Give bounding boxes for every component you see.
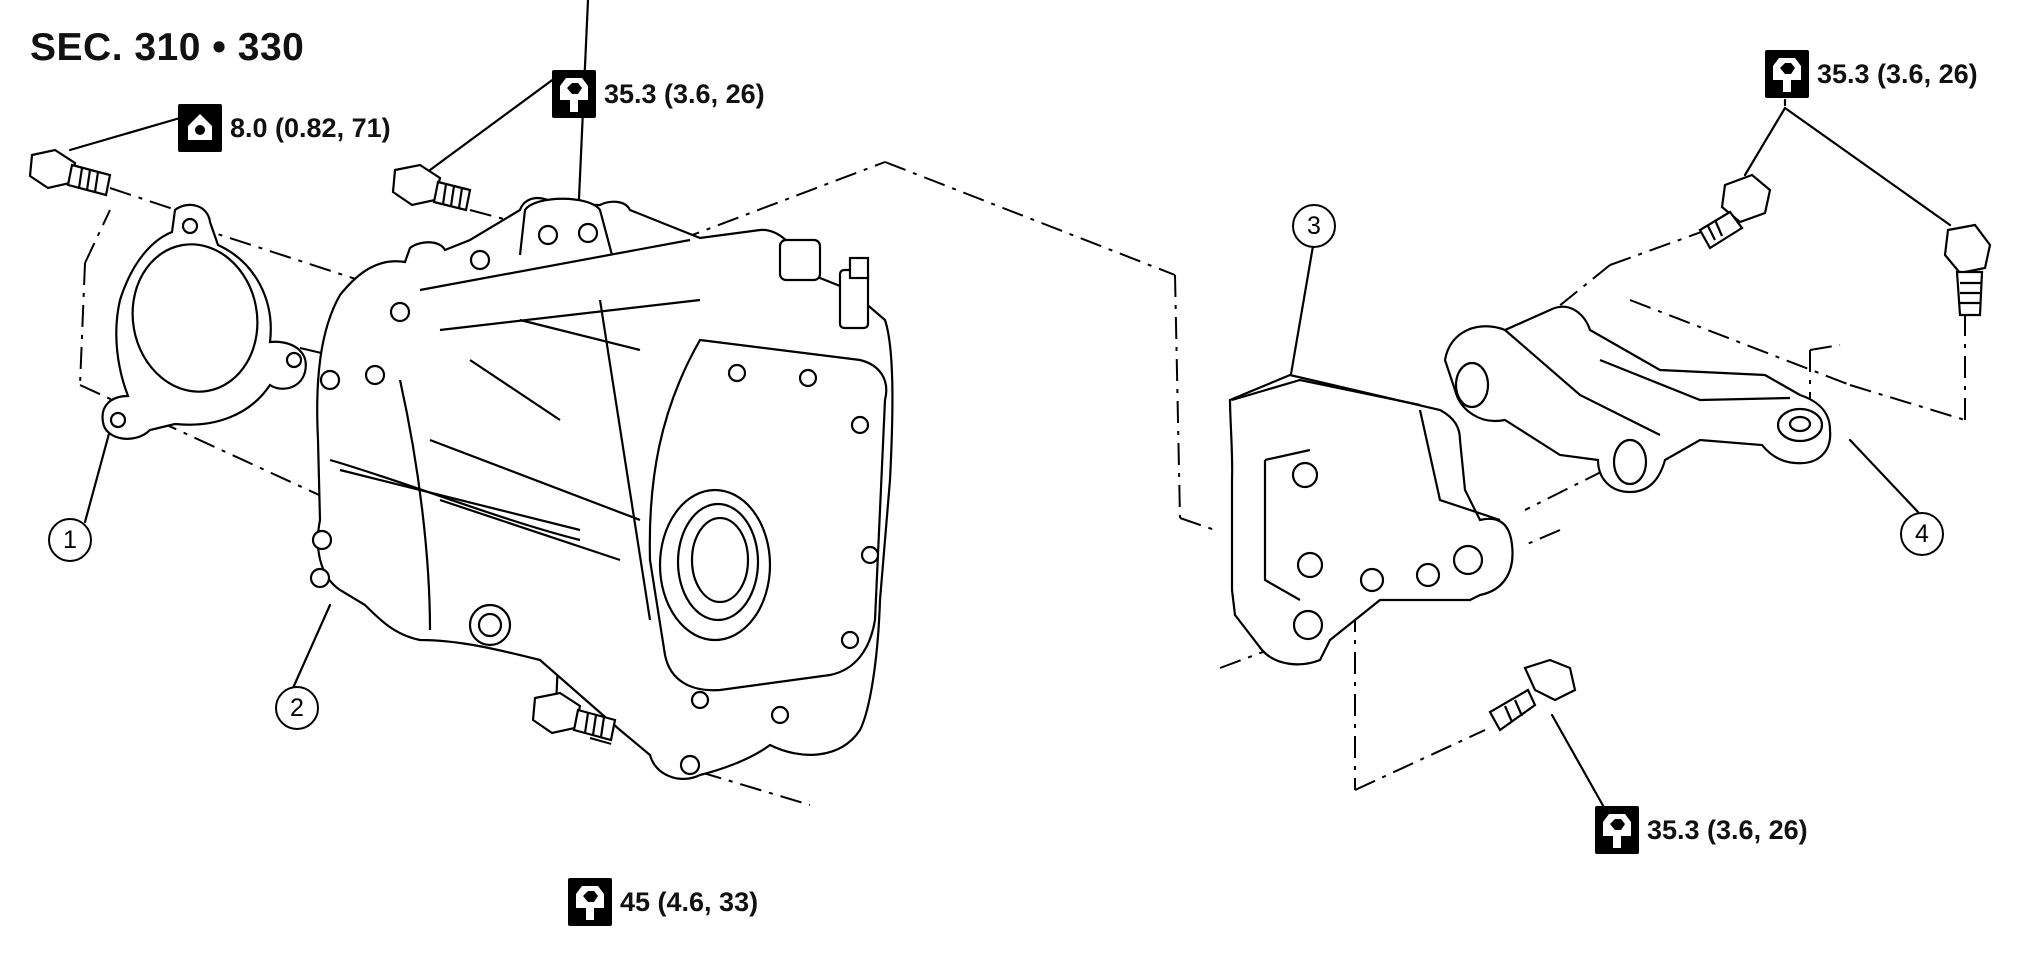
torque-value: 45 (4.6, 33) [620,886,759,917]
leader-to-bolt-right-b [1783,106,1952,227]
leader-torque-top-center [428,76,557,172]
torque-value: 35.3 (3.6, 26) [1647,814,1808,845]
housing-part [309,197,894,780]
callout-4: 4 [1900,512,1944,556]
torque-label-top-left: 8.0 (0.82, 71) [178,104,391,152]
leader-to-bolt-right-a [1743,106,1787,177]
bolt-top-left [28,148,112,197]
bolt-top-center [391,163,472,212]
torque-value: 8.0 (0.82, 71) [230,112,391,143]
callout-1: 1 [48,518,92,562]
tightening-torque-wrench-icon [552,70,596,118]
torque-value: 35.3 (3.6, 26) [1817,58,1978,89]
bolt-bottom-center [531,691,617,742]
leader-torque-bottom-right [1550,713,1612,820]
link-arm-part [1443,305,1832,494]
leader-callout-1 [83,428,112,524]
tightening-torque-wrench-icon [1595,806,1639,854]
tightening-torque-socket-icon [178,104,222,152]
bolt-right-vertical [1943,223,1992,317]
leader-callout-4 [1848,438,1920,514]
leader-torque-top-left [68,116,182,152]
gasket-part [101,203,307,440]
tightening-torque-wrench-icon [568,878,612,926]
torque-label-bottom-center: 45 (4.6, 33) [568,878,758,926]
leader-callout-2 [291,603,332,690]
torque-label-top-center: 35.3 (3.6, 26) [552,70,765,118]
leader-callout-3 [1288,244,1315,382]
tightening-torque-wrench-icon [1765,50,1809,98]
section-title: SEC. 310 • 330 [30,26,305,69]
callout-3: 3 [1292,204,1336,248]
torque-label-top-right: 35.3 (3.6, 26) [1765,50,1978,98]
bracket-part [1228,373,1514,666]
torque-label-bottom-right: 35.3 (3.6, 26) [1595,806,1808,854]
torque-value: 35.3 (3.6, 26) [604,78,765,109]
bolt-right-upper [1698,173,1772,250]
bolts [28,148,1992,742]
callout-2: 2 [275,686,319,730]
bolt-bottom-right [1488,658,1577,732]
